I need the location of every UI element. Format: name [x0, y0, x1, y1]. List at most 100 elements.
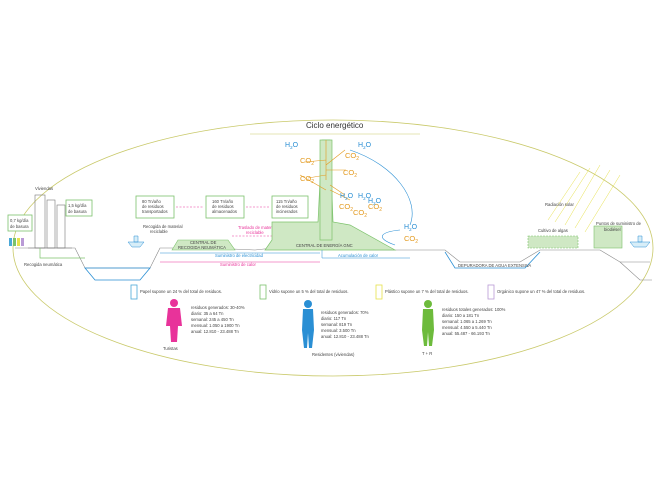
residentes-label: Residentes (viviendas) — [312, 352, 355, 357]
housing-buildings — [28, 194, 72, 249]
tr-label: T + R — [422, 351, 432, 356]
h2o-labels: H2O H2O H2O H2O H2O H2O — [285, 142, 418, 232]
svg-text:80 Tn/año: 80 Tn/año — [142, 199, 161, 204]
central-recogida-building — [171, 239, 236, 251]
tourist-figure — [166, 299, 182, 342]
svg-text:CO2: CO2 — [339, 202, 353, 213]
svg-text:incinerados: incinerados — [276, 209, 297, 214]
stats-total-l3: semanal: 1.065 a 1.269 Tn — [442, 319, 492, 324]
stats-total-l4: mensual: 4.550 a 5.440 Tn — [442, 325, 492, 330]
pneumatic-pipe — [39, 248, 85, 259]
svg-text:reciclable: reciclable — [246, 230, 264, 235]
stats-residentes-l2: diario: 117 Tn — [321, 316, 347, 321]
depuradora-label: DEPURADORA DE AGUA EXTENSIVA — [458, 263, 531, 268]
svg-text:almacenados: almacenados — [212, 209, 237, 214]
basura-habitante-box — [7, 214, 33, 232]
svg-text:biodiésel: biodiésel — [604, 227, 621, 232]
central-energia-label: CENTRAL DE ENERGÍA GNC — [296, 243, 353, 248]
stats-turistas-l2: diario: 35 a 64 Tn — [191, 311, 224, 316]
traslado-line2: reciclable — [246, 230, 264, 235]
tn-box-transportados: 80 Tn/año de residuos transportados — [135, 195, 175, 219]
tn-box-2-line2: de residuos — [212, 204, 234, 209]
svg-text:CO2: CO2 — [353, 208, 367, 219]
resident-figure — [302, 300, 314, 348]
svg-text:de residuos: de residuos — [212, 204, 234, 209]
svg-text:CENTRAL DE: CENTRAL DE — [190, 240, 217, 245]
viviendas-label: Viviendas — [35, 186, 53, 191]
svg-text:115 Tn/año: 115 Tn/año — [276, 199, 297, 204]
turistas-label: Turistas — [163, 346, 178, 351]
right-cliff — [619, 261, 652, 281]
tn-box-3-line3: incinerados — [276, 209, 297, 214]
stats-turistas-l4: mensual: 1.050 a 1900 Tn — [191, 323, 240, 328]
stats-residentes-l3: semanal: 819 Tn — [321, 322, 353, 327]
svg-text:160 Tn/año: 160 Tn/año — [212, 199, 234, 204]
central-recogida-line1: CENTRAL DE — [190, 240, 217, 245]
tn-box-almacenados: 160 Tn/año de residuos almacenados — [205, 195, 245, 219]
water-basin-right — [444, 251, 541, 269]
svg-text:CO2: CO2 — [343, 168, 357, 179]
svg-text:H2O: H2O — [368, 198, 382, 206]
svg-text:Recogida de material: Recogida de material — [143, 224, 183, 229]
traslado-line1: Traslado de material — [238, 225, 276, 230]
svg-text:0,7 kg/día: 0,7 kg/día — [10, 218, 29, 223]
tn-box-1-line1: 80 Tn/año — [142, 199, 161, 204]
co2-labels: CO2 CO2 CO2 CO2 CO2 CO2 CO2 CO2 — [300, 151, 418, 245]
svg-text:CO2: CO2 — [368, 202, 382, 213]
svg-text:Puntos de suministro de: Puntos de suministro de — [596, 221, 642, 226]
svg-text:Traslado de material: Traslado de material — [238, 225, 276, 230]
stats-turistas: residuos generados: 30-40% diario: 35 a … — [191, 305, 245, 334]
water-cycle-loop — [349, 149, 413, 246]
stats-residentes-l4: mensual: 3.500 Tn — [321, 328, 356, 333]
smoke-tree — [299, 140, 351, 201]
reciclable-line2: reciclable — [150, 229, 168, 234]
cultivo-label: Cultivo de algas — [538, 228, 568, 233]
reciclable-line1: Recogida de material — [143, 224, 183, 229]
cycle-ellipse — [12, 119, 654, 377]
svg-text:CO2: CO2 — [300, 174, 314, 185]
svg-text:H2O: H2O — [358, 142, 372, 150]
svg-text:CO2: CO2 — [300, 156, 314, 167]
basura-hab-line1: 0,7 kg/día — [10, 218, 29, 223]
legend-papel: Papel supone un 24 % del total de residu… — [140, 289, 222, 294]
svg-text:de basura: de basura — [10, 224, 29, 229]
basura-hab-line2: de basura — [10, 224, 29, 229]
legend-organico: Orgánico supone un 47 % del total de res… — [497, 289, 585, 294]
tn-box-incinerados: 115 Tn/año de residuos incinerados — [271, 195, 309, 219]
basura-total-line2: de basura — [68, 209, 87, 214]
acumulacion-calor-label: Acumulación de calor — [338, 253, 379, 258]
stats-residentes-l5: anual: 12.810 - 23.488 Tn — [321, 334, 370, 339]
stats-total: residuos totales generados: 100% diario:… — [442, 307, 506, 336]
svg-text:CO2: CO2 — [345, 151, 359, 162]
algae-tanks — [527, 235, 579, 249]
surtidor-line2: biodiésel — [604, 227, 621, 232]
stats-turistas-l3: semanal: 245 a 450 Tn — [191, 317, 234, 322]
svg-text:reciclable: reciclable — [150, 229, 168, 234]
total-figure — [422, 300, 434, 346]
stats-turistas-l1: residuos generados: 30-40% — [191, 305, 245, 310]
waste-bins — [9, 238, 24, 246]
tn-box-2-line1: 160 Tn/año — [212, 199, 234, 204]
recogida-label: Recogida neumática — [24, 262, 63, 267]
svg-text:H2O: H2O — [285, 142, 299, 150]
svg-text:1,5 kg/día: 1,5 kg/día — [68, 203, 87, 208]
basura-total-line1: 1,5 kg/día — [68, 203, 87, 208]
legend-vidrio: Vidrio supone un 5 % del total de residu… — [269, 289, 349, 294]
tn-box-3-line2: de residuos — [276, 204, 298, 209]
tn-box-3-line1: 115 Tn/año — [276, 199, 297, 204]
solar-rays — [547, 164, 621, 233]
svg-text:transportados: transportados — [142, 209, 168, 214]
suministro-electricidad-label: Suministro de electricidad — [215, 253, 264, 258]
svg-text:RECOGIDA NEUMÁTICA: RECOGIDA NEUMÁTICA — [178, 245, 226, 250]
boat-left-icon — [127, 235, 145, 248]
svg-text:CO2: CO2 — [404, 234, 418, 245]
svg-text:de residuos: de residuos — [142, 204, 164, 209]
surtidor-line1: Puntos de suministro de — [596, 221, 642, 226]
svg-text:H2O: H2O — [404, 224, 418, 232]
radiacion-label: Radiación solar — [545, 202, 574, 207]
svg-text:H2O: H2O — [340, 193, 354, 201]
tn-box-2-line3: almacenados — [212, 209, 237, 214]
legend-plastico: Plástico supone un 7 % del total de resi… — [385, 289, 469, 294]
stats-total-l5: anual: 55.487 - 66.193 Tn — [442, 331, 491, 336]
stats-residentes: residuos generados: 70% diario: 117 Tn s… — [321, 310, 370, 339]
